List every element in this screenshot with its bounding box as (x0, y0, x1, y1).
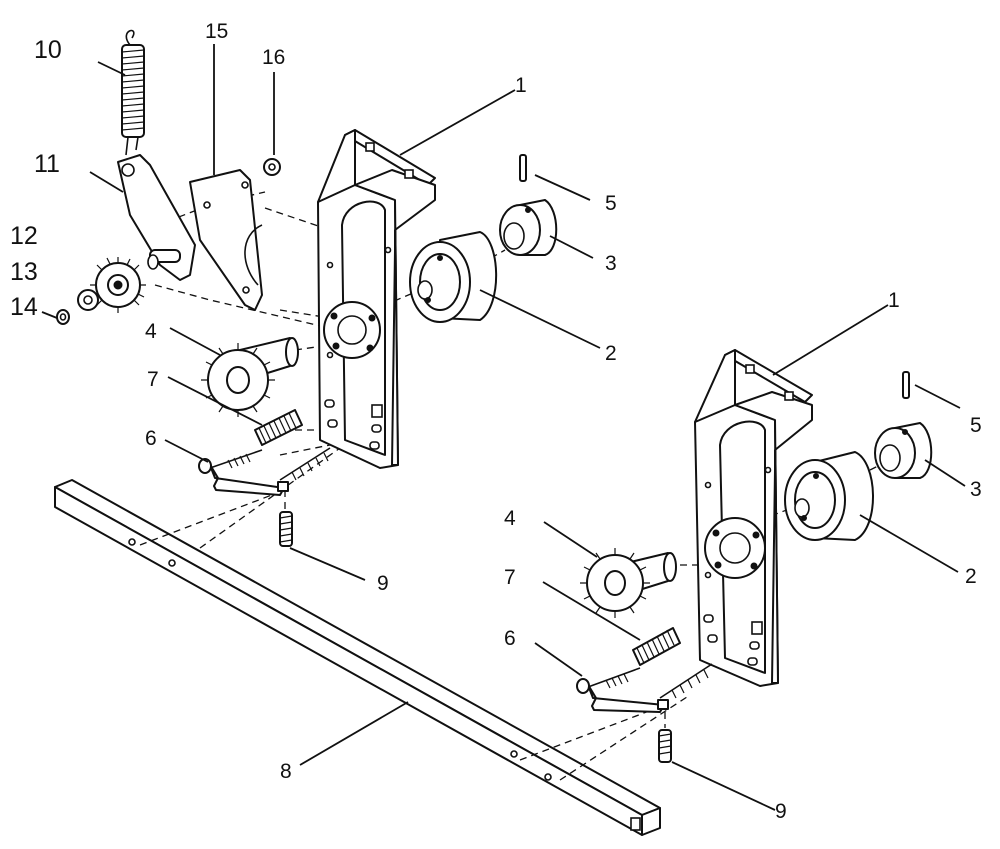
callout-16: 16 (262, 46, 285, 69)
main-bracket-part-1-right (694, 349, 813, 687)
washer-part-16 (263, 158, 281, 176)
arm-bracket-part-11 (117, 154, 196, 281)
main-bracket-part-1-left (317, 129, 436, 469)
leader-lines (41, 44, 966, 811)
spring-part-7-right (632, 627, 681, 666)
callout-8: 8 (280, 760, 292, 783)
callout-10: 10 (34, 36, 62, 64)
callout-1-left: 1 (515, 74, 527, 97)
callout-2-right: 2 (965, 565, 977, 588)
square-tube-part-8 (54, 479, 661, 836)
pulley-part-2-right (784, 451, 874, 541)
callout-5-left: 5 (605, 192, 617, 215)
pin-part-5-right (902, 371, 910, 399)
plate-bracket-part-15 (189, 169, 263, 311)
rod-part-6-left (198, 447, 331, 496)
callout-4-right: 4 (504, 507, 516, 530)
callout-9-right: 9 (775, 800, 787, 823)
callout-14: 14 (10, 293, 38, 321)
callout-13: 13 (10, 258, 38, 286)
callout-1-right: 1 (888, 289, 900, 312)
small-spring-part-9-right (658, 729, 672, 763)
callout-2-left: 2 (605, 342, 617, 365)
washer-part-14 (56, 309, 70, 325)
bearing-part-3-right (874, 422, 933, 479)
callout-3-left: 3 (605, 252, 617, 275)
callout-6-left: 6 (145, 427, 157, 450)
sprocket-part-4-left (201, 337, 299, 417)
callout-5-right: 5 (970, 414, 982, 437)
pulley-part-2-left (409, 231, 498, 323)
extension-spring-part-10 (121, 29, 145, 156)
bearing-part-3-left (499, 199, 558, 256)
callout-labels: 10 11 12 13 14 15 16 1 5 3 2 4 7 6 9 1 5… (10, 20, 982, 823)
sprocket-part-12 (90, 257, 146, 313)
callout-4-left: 4 (145, 320, 157, 343)
callout-9-left: 9 (377, 572, 389, 595)
callout-11: 11 (34, 150, 60, 178)
pin-part-5-left (519, 154, 527, 182)
sprocket-part-4-right (580, 548, 677, 618)
rod-part-6-right (576, 663, 713, 713)
callout-7-left: 7 (147, 368, 159, 391)
callout-15: 15 (205, 20, 228, 43)
small-spring-part-9-left (279, 511, 293, 547)
washer-part-13 (77, 289, 99, 311)
callout-7-right: 7 (504, 566, 516, 589)
spring-part-7-left (254, 409, 303, 446)
callout-6-right: 6 (504, 627, 516, 650)
callout-12: 12 (10, 222, 38, 250)
callout-3-right: 3 (970, 478, 982, 501)
